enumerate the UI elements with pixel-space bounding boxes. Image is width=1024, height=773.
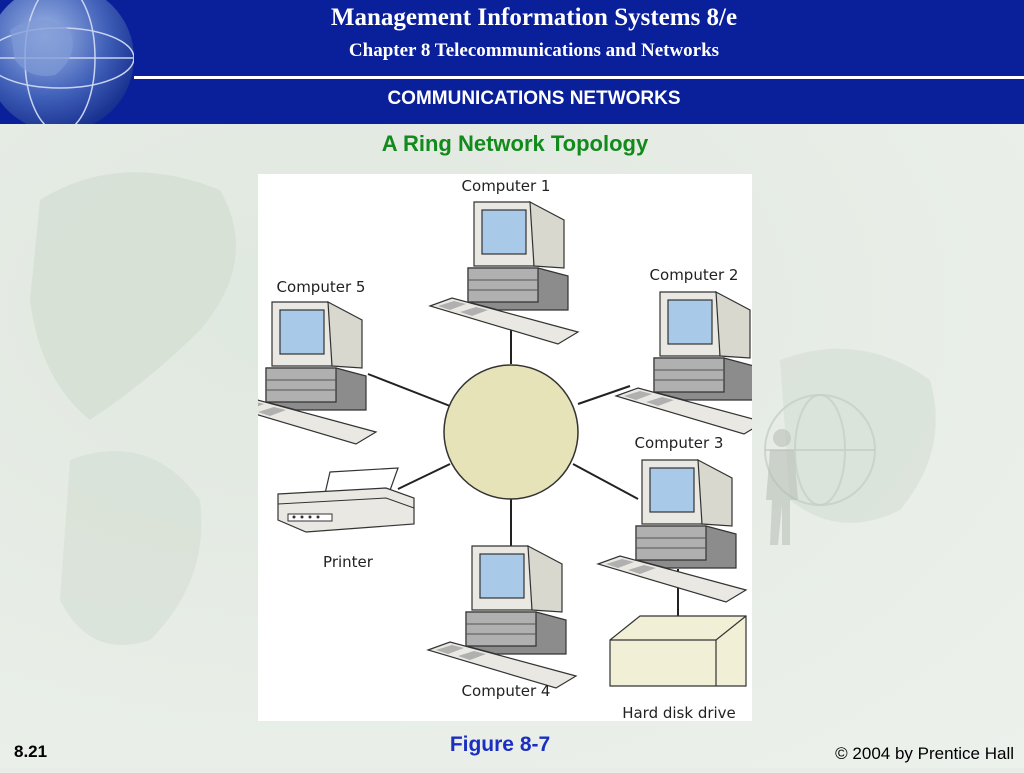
ring-hub xyxy=(443,364,579,500)
label-printer: Printer xyxy=(323,553,374,571)
link-computer5 xyxy=(367,373,451,407)
computer-2-icon xyxy=(615,291,765,435)
slide-number: 8.21 xyxy=(14,742,48,761)
computer-5-icon xyxy=(227,301,377,445)
section-label: COMMUNICATIONS NETWORKS xyxy=(387,88,681,109)
figure-caption: Figure 8-7 xyxy=(449,733,551,756)
label-computer-2: Computer 2 xyxy=(650,266,739,284)
slide-heading: A Ring Network Topology xyxy=(381,131,649,156)
label-computer-1: Computer 1 xyxy=(462,177,551,195)
businessman-silhouette xyxy=(766,429,798,545)
chapter-title: Chapter 8 Telecommunications and Network… xyxy=(348,40,720,61)
hard-disk-icon xyxy=(609,615,747,687)
link-computer3 xyxy=(572,463,639,500)
course-title: Management Information Systems 8/e xyxy=(330,4,738,31)
link-computer2 xyxy=(577,385,631,405)
label-computer-4: Computer 4 xyxy=(462,682,551,700)
link-printer xyxy=(397,463,451,490)
label-computer-3: Computer 3 xyxy=(635,434,724,452)
label-computer-5: Computer 5 xyxy=(277,278,366,296)
copyright-notice: © 2004 by Prentice Hall xyxy=(835,744,1014,763)
computer-3-icon xyxy=(597,459,747,603)
header-divider xyxy=(134,76,1024,79)
globe-icon xyxy=(0,0,134,124)
ring-network-diagram: Computer 1 Computer 2 Computer 3 Compute… xyxy=(227,174,765,722)
computer-4-icon xyxy=(427,545,577,689)
label-hard-disk: Hard disk drive xyxy=(622,704,736,721)
printer-icon xyxy=(277,467,415,533)
header-bar xyxy=(0,0,1024,124)
computer-1-icon xyxy=(429,201,579,345)
